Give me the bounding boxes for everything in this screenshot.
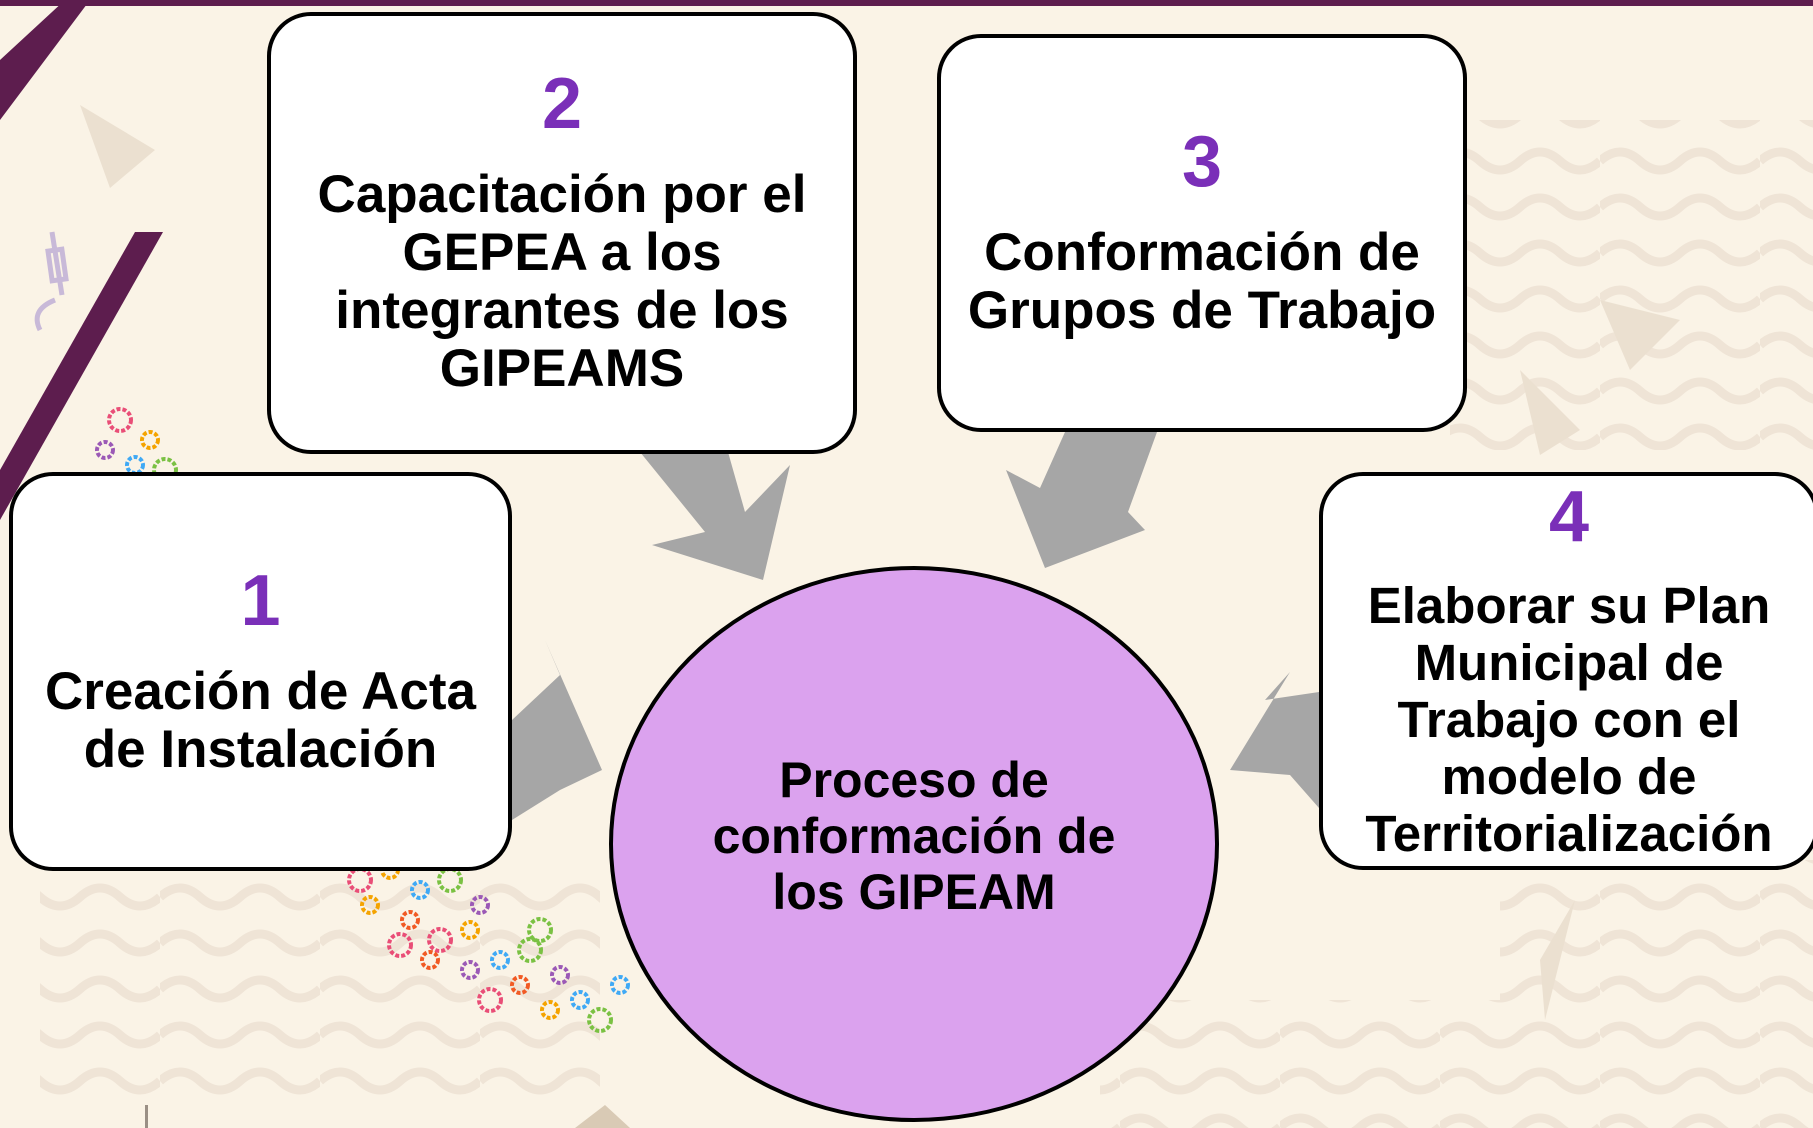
step-box-2: 2 Capacitación por el GEPEA a los integr… (267, 12, 857, 454)
triangle-shape (1600, 300, 1680, 370)
gear-icon (510, 975, 530, 995)
step-label: Elaborar su Plan Municipal de Trabajo co… (1365, 576, 1773, 862)
syringe-icon (34, 231, 69, 332)
step-number: 1 (240, 560, 281, 641)
center-label: Proceso de conformación de los GIPEAM (712, 752, 1116, 920)
step-number: 2 (541, 64, 583, 144)
gear-icon (387, 932, 413, 958)
gear-icon (95, 440, 115, 460)
gear-icon (610, 975, 630, 995)
gear-icon (140, 430, 160, 450)
gear-icon (460, 960, 480, 980)
gear-icon (490, 950, 510, 970)
step-box-4: 4 Elaborar su Plan Municipal de Trabajo … (1319, 472, 1813, 870)
gear-icon (517, 937, 543, 963)
wave-pattern (1450, 120, 1813, 450)
gear-icon (107, 407, 133, 433)
gear-icon (420, 950, 440, 970)
center-circle: Proceso de conformación de los GIPEAM (609, 566, 1219, 1122)
gear-icon (570, 990, 590, 1010)
top-rule (0, 0, 1813, 6)
wave-pattern (40, 880, 600, 1110)
wave-pattern (1500, 860, 1813, 1128)
gear-icon (470, 895, 490, 915)
step-label: Creación de Acta de Instalación (44, 661, 476, 779)
step-number: 4 (1548, 476, 1590, 557)
gear-icon (540, 1000, 560, 1020)
gear-icon (410, 880, 430, 900)
wave-pattern (1100, 1000, 1500, 1128)
gear-icon (152, 457, 178, 483)
gear-icon (460, 920, 480, 940)
gear-icon (477, 987, 503, 1013)
step-box-1: 1 Creación de Acta de Instalación (9, 472, 512, 871)
gear-icon (427, 927, 453, 953)
step-number: 3 (1181, 122, 1223, 202)
triangle-shape (1540, 900, 1575, 1020)
triangle-shape (80, 105, 155, 188)
dark-stripe (0, 0, 90, 120)
gear-icon (587, 1007, 613, 1033)
step-label: Capacitación por el GEPEA a los integran… (317, 165, 807, 398)
dark-stripe (0, 232, 163, 520)
logo-bar (145, 1105, 148, 1128)
logo-mark (575, 1105, 630, 1128)
triangle-shape (1520, 370, 1580, 455)
step-label: Conformación de Grupos de Trabajo (967, 223, 1437, 340)
gear-icon (400, 910, 420, 930)
gear-icon (527, 917, 553, 943)
gear-icon (550, 965, 570, 985)
step-box-3: 3 Conformación de Grupos de Trabajo (937, 34, 1467, 432)
gear-icon (360, 895, 380, 915)
